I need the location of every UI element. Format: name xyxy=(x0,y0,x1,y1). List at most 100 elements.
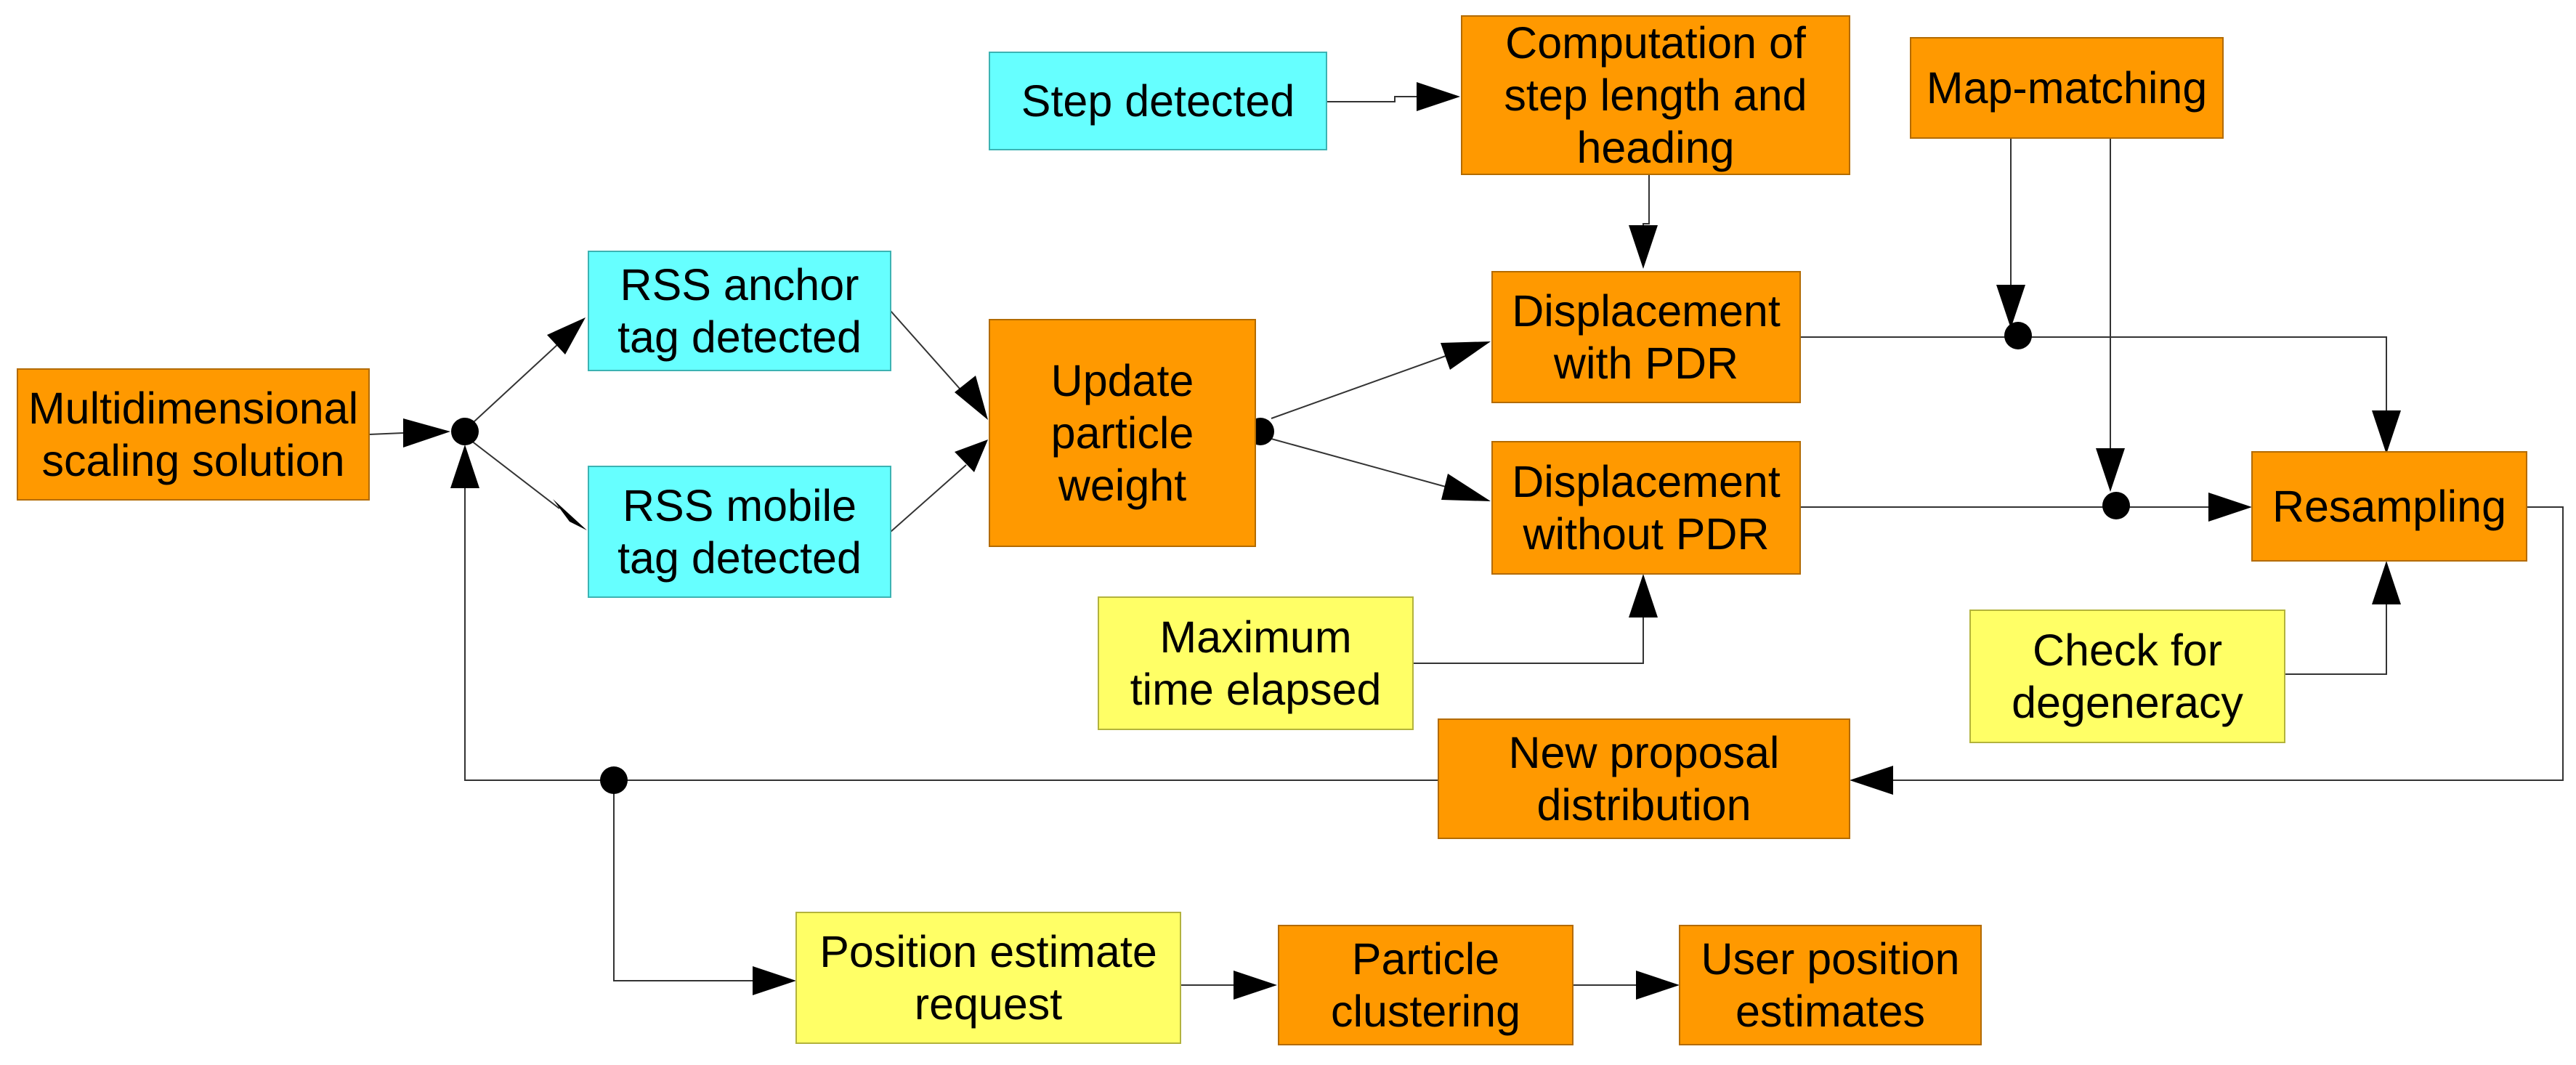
node-label-line: weight xyxy=(1058,461,1186,510)
arrowhead-update-from-anchor xyxy=(955,376,988,420)
node-label-line: Position estimate xyxy=(819,927,1157,976)
node-label-line: Resampling xyxy=(2272,482,2506,531)
svg-text:Resampling: Resampling xyxy=(2272,482,2506,531)
junction-map-no-pdr xyxy=(2102,492,2130,519)
edge-mds-to-junction xyxy=(368,432,404,435)
node-label-line: Particle xyxy=(1352,934,1499,984)
node-label-line: Displacement xyxy=(1512,457,1781,506)
node-label-line: estimates xyxy=(1735,987,1925,1036)
node-label-line: with PDR xyxy=(1553,339,1738,388)
node-label-line: particle xyxy=(1051,408,1194,458)
edge-degeneracy-to-resampling xyxy=(2285,604,2387,675)
edge-rss-mobile-to-update xyxy=(890,464,967,532)
node-label-line: step length and xyxy=(1504,70,1807,120)
node-label-line: distribution xyxy=(1537,780,1751,830)
arrowhead-resampling-top xyxy=(2372,410,2401,454)
edge-new-proposal-to-junction-a xyxy=(464,488,1438,781)
arrowhead-rss-anchor xyxy=(547,317,586,355)
edge-junction-to-rss-mobile xyxy=(464,435,560,509)
junction-output xyxy=(600,766,628,794)
node-label-line: time elapsed xyxy=(1130,665,1382,714)
arrowhead-computation xyxy=(1417,82,1460,111)
arrowhead-disp-no-pdr-bottom xyxy=(1629,574,1658,617)
arrowhead-resampling-bottom xyxy=(2372,561,2401,604)
edge-junction-to-disp-no-pdr xyxy=(1271,438,1446,487)
edge-maxtime-to-disp-no-pdr xyxy=(1413,617,1644,664)
arrowhead-new-proposal xyxy=(1850,766,1893,795)
node-label-line: Maximum xyxy=(1159,612,1351,662)
node-label-line: RSS mobile xyxy=(623,481,856,530)
junctions xyxy=(451,322,2130,794)
junction-input xyxy=(451,418,479,445)
node-label-line: User position xyxy=(1701,934,1960,984)
edge-junction-to-rss-anchor xyxy=(464,342,560,431)
node-label-line: RSS anchor xyxy=(620,260,859,309)
arrowhead-junction-a-bottom xyxy=(450,445,479,488)
svg-text:Map-matching: Map-matching xyxy=(1927,63,2208,113)
arrowhead-junction-lower xyxy=(2096,448,2125,492)
arrowhead-resampling-left xyxy=(2208,493,2252,522)
arrowhead-disp-no-pdr xyxy=(1441,474,1491,501)
arrowhead-update-from-mobile xyxy=(955,440,988,472)
node-label-line: clustering xyxy=(1331,987,1520,1036)
arrowhead-junction-upper xyxy=(1996,285,2025,328)
node-label-line: Displacement xyxy=(1512,286,1781,336)
node-label-line: Map-matching xyxy=(1927,63,2208,113)
node-map-matching: Map-matching xyxy=(1910,37,2224,139)
edges xyxy=(368,82,2564,1000)
arrowhead-clustering xyxy=(1234,971,1277,1000)
node-label-line: degeneracy xyxy=(2012,678,2243,727)
node-label-line: Multidimensional xyxy=(28,384,358,433)
node-label-line: Step detected xyxy=(1021,76,1295,126)
node-step-detected: Step detected xyxy=(989,52,1327,150)
node-label-line: scaling solution xyxy=(41,436,344,485)
node-label-line: heading xyxy=(1576,123,1734,172)
node-label-line: request xyxy=(915,979,1063,1029)
edge-step-to-computation xyxy=(1327,96,1417,102)
arrowhead-user-estimates xyxy=(1636,971,1680,1000)
edge-disp-pdr-to-resampling xyxy=(1800,336,2387,410)
edge-resampling-to-new-proposal xyxy=(1893,506,2564,781)
node-label-line: Check for xyxy=(2033,625,2222,675)
node-label-line: without PDR xyxy=(1522,509,1769,559)
edge-junction-to-pos-request xyxy=(613,780,753,981)
arrowhead-pos-request xyxy=(753,966,796,995)
node-label-line: Update xyxy=(1051,356,1194,405)
arrowhead-disp-pdr xyxy=(1441,341,1491,370)
junction-map-pdr xyxy=(2004,322,2032,349)
edge-rss-anchor-to-update xyxy=(890,310,967,397)
node-label-line: tag detected xyxy=(617,312,862,362)
edge-junction-to-disp-pdr xyxy=(1271,355,1446,419)
arrowhead-mds-junction xyxy=(403,418,450,448)
arrowhead-rss-mobile xyxy=(553,499,587,530)
arrowhead-disp-pdr-top xyxy=(1629,225,1658,269)
edge-computation-to-disp-pdr xyxy=(1643,174,1650,232)
svg-text:Step detected: Step detected xyxy=(1021,76,1295,126)
